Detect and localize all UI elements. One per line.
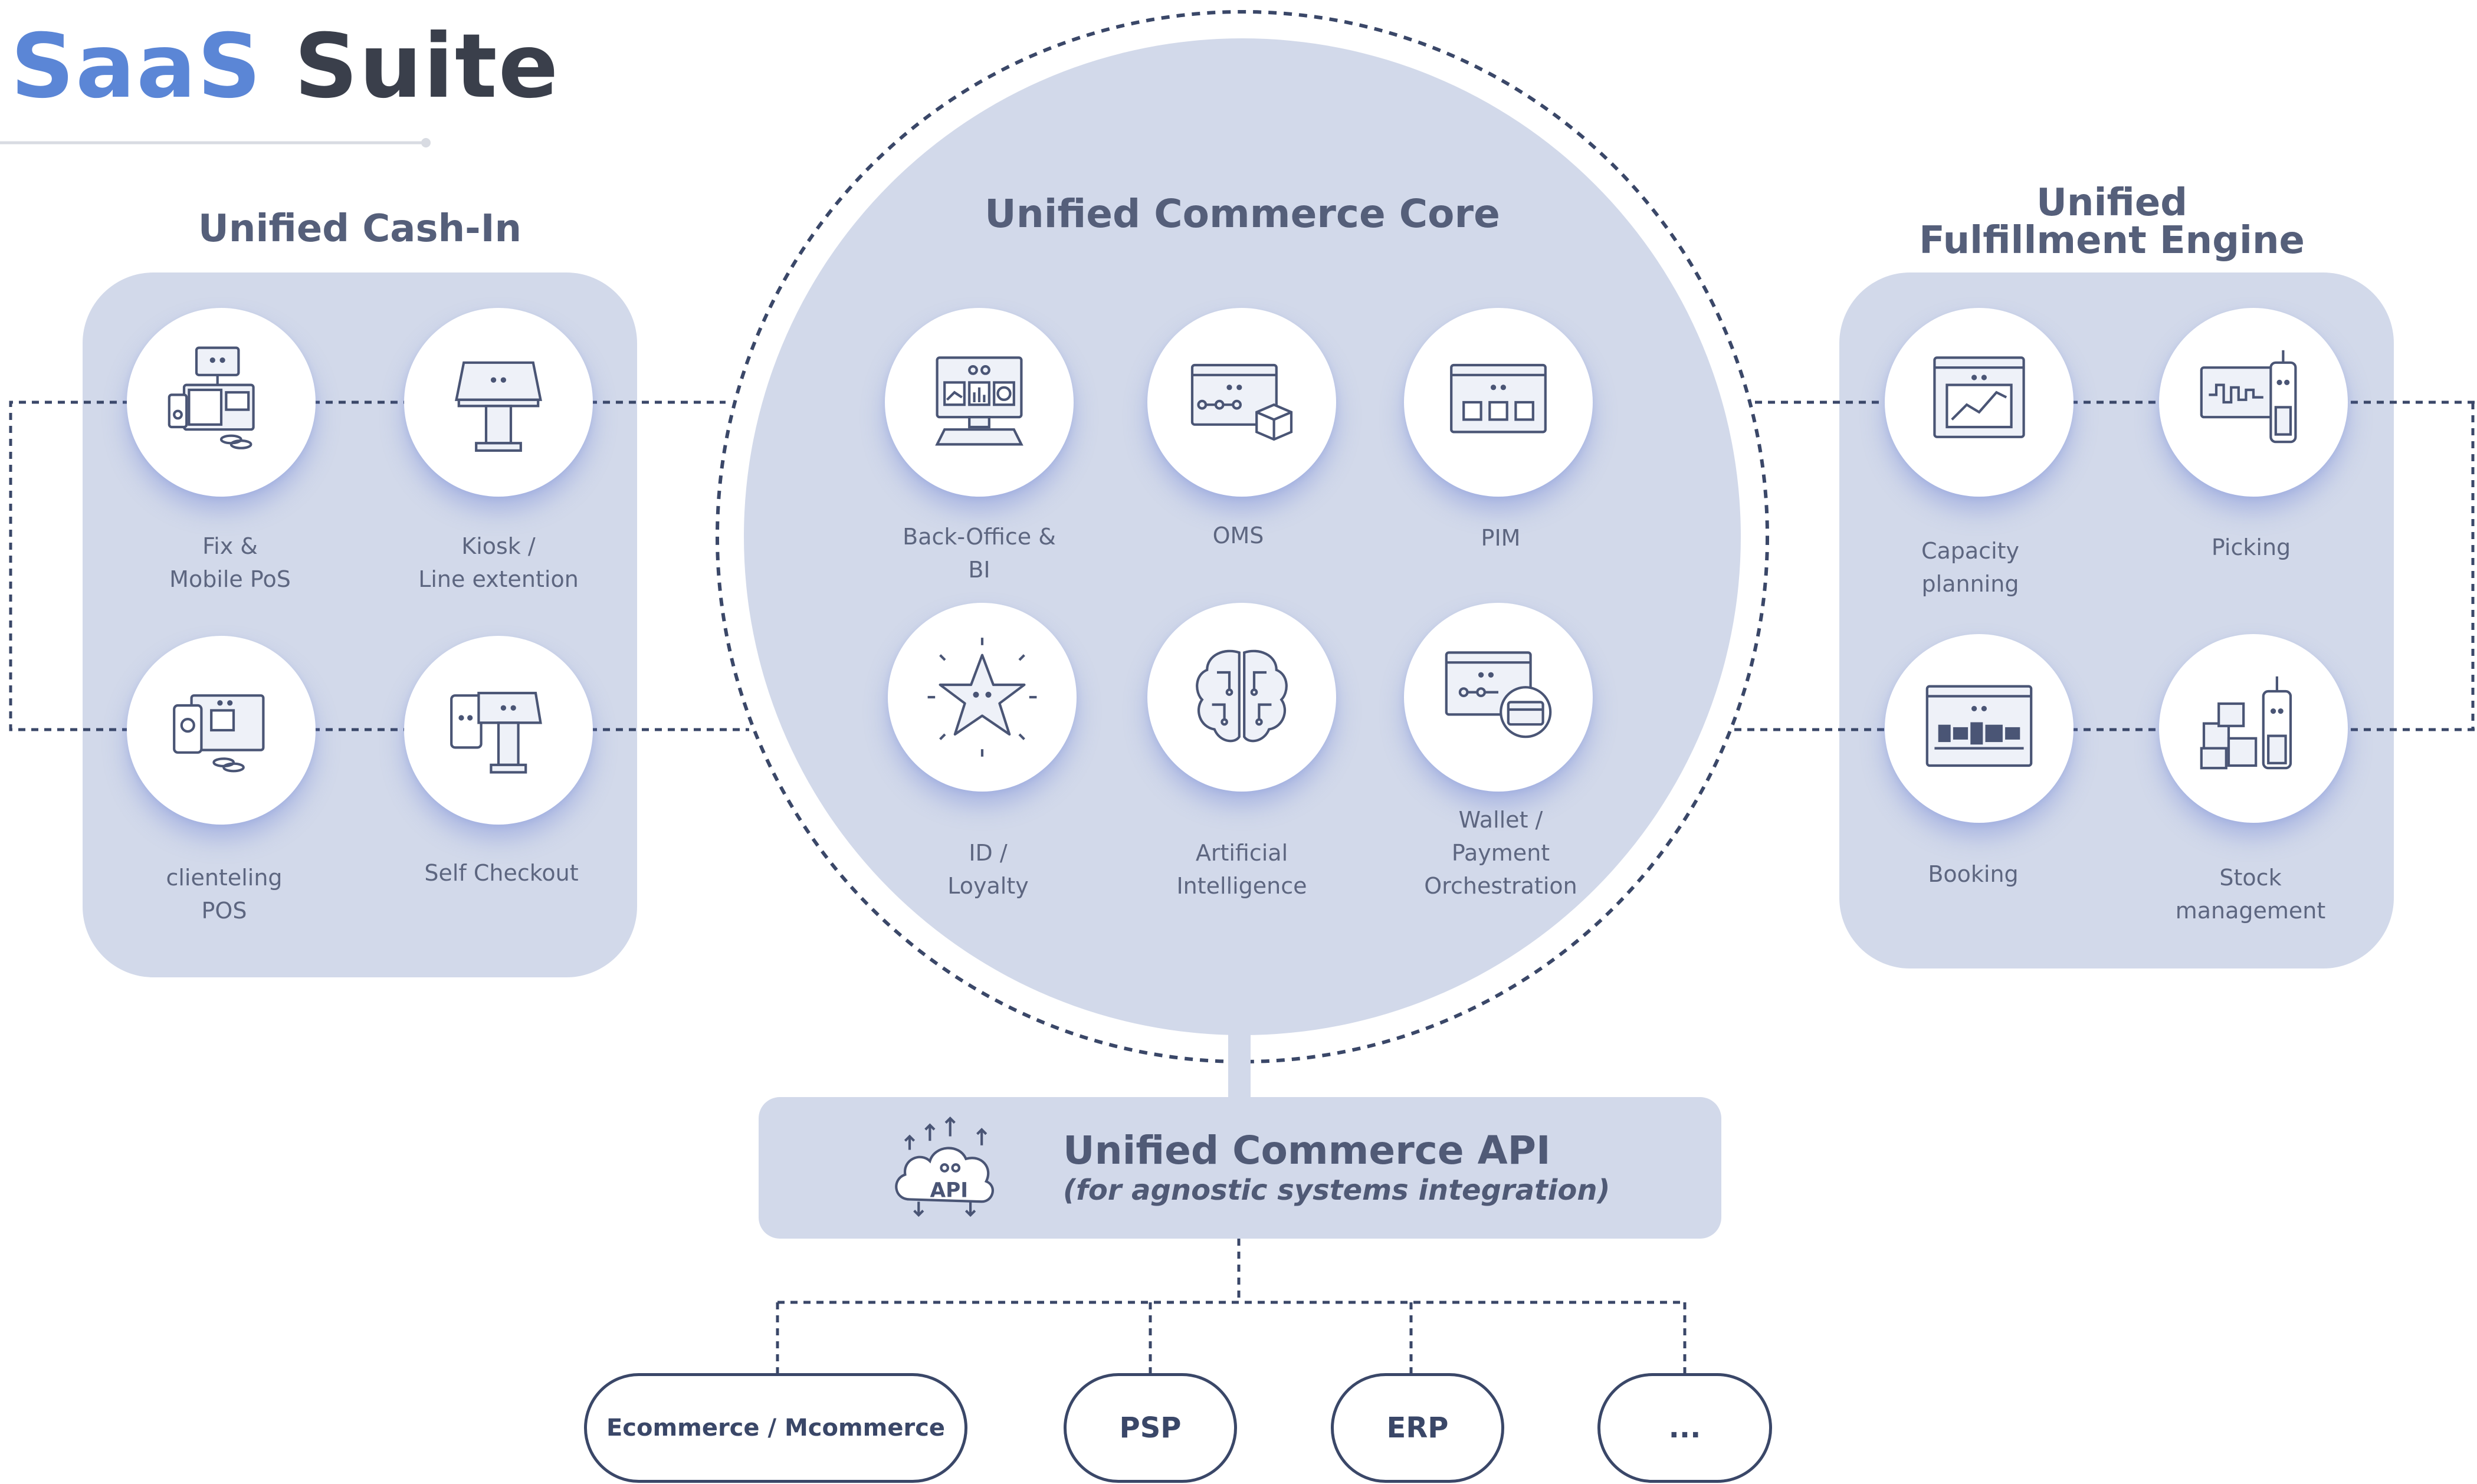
label-wallet-payment-line-2: Payment xyxy=(1451,840,1550,866)
self-checkout-icon xyxy=(450,691,542,774)
node-picking[interactable] xyxy=(2159,308,2348,497)
label-pim: PIM xyxy=(1377,521,1625,554)
brand-title: SaaS Suite xyxy=(11,22,559,111)
title-underline-dot xyxy=(421,138,431,147)
node-capacity-planning[interactable] xyxy=(1885,308,2074,497)
node-oms[interactable] xyxy=(1147,308,1336,497)
label-artificial-intelligence-line-1: Artificial xyxy=(1195,840,1288,866)
stock-boxes-icon xyxy=(2200,676,2292,770)
api-icon-text: API xyxy=(930,1179,969,1203)
core-outer-dashed-ring xyxy=(716,10,1769,1063)
label-artificial-intelligence: Artificial Intelligence xyxy=(1118,836,1366,902)
node-id-loyalty[interactable] xyxy=(888,603,1077,792)
computer-dashboard-icon xyxy=(935,356,1023,446)
label-fix-mobile-pos-line-1: Fix & xyxy=(202,533,258,559)
pos-terminal-icon xyxy=(168,346,255,449)
label-fix-mobile-pos: Fix & Mobile PoS xyxy=(106,530,354,596)
label-wallet-payment: Wallet / Payment Orchestration xyxy=(1377,803,1625,902)
node-artificial-intelligence[interactable] xyxy=(1147,603,1336,792)
fulfillment-title-line-1: Unified xyxy=(2036,181,2188,225)
label-fix-mobile-pos-line-2: Mobile PoS xyxy=(169,566,291,592)
node-self-checkout[interactable] xyxy=(404,636,593,825)
cash-in-title: Unified Cash-In xyxy=(198,207,522,251)
star-loyalty-icon xyxy=(927,638,1037,757)
label-booking-line-1: Booking xyxy=(1928,861,2019,887)
label-artificial-intelligence-line-2: Intelligence xyxy=(1176,873,1307,899)
kiosk-icon xyxy=(455,361,542,452)
capacity-chart-icon xyxy=(1933,356,2025,438)
label-wallet-payment-line-1: Wallet / xyxy=(1458,807,1543,833)
label-self-checkout-line-1: Self Checkout xyxy=(424,860,579,886)
label-back-office-bi: Back-Office & BI xyxy=(855,520,1103,586)
label-id-loyalty-line-2: Loyalty xyxy=(947,873,1029,899)
label-pim-line-1: PIM xyxy=(1481,525,1521,551)
node-pim[interactable] xyxy=(1404,308,1593,497)
label-stock-management-line-2: management xyxy=(2175,898,2326,924)
label-id-loyalty: ID / Loyalty xyxy=(864,836,1112,902)
product-catalog-icon xyxy=(1450,363,1547,434)
node-kiosk[interactable] xyxy=(404,308,593,497)
node-wallet-payment[interactable] xyxy=(1404,603,1593,792)
label-wallet-payment-line-3: Orchestration xyxy=(1424,873,1577,899)
label-oms-line-1: OMS xyxy=(1212,523,1264,549)
label-kiosk-line-2: Line extention xyxy=(418,566,579,592)
label-booking: Booking xyxy=(1849,858,2097,891)
integration-erp[interactable]: ERP xyxy=(1331,1373,1504,1483)
integration-ecommerce[interactable]: Ecommerce / Mcommerce xyxy=(584,1373,967,1483)
fulfillment-title: Unified Fulfillment Engine xyxy=(1876,184,2348,260)
brand-suite: Suite xyxy=(294,15,560,118)
core-title: Unified Commerce Core xyxy=(985,191,1500,237)
label-self-checkout: Self Checkout xyxy=(378,856,625,889)
label-picking-line-1: Picking xyxy=(2211,534,2291,560)
core-api-connector xyxy=(1228,1029,1251,1103)
api-cloud-icon: API xyxy=(895,1117,994,1217)
order-flow-icon xyxy=(1190,363,1293,441)
label-back-office-bi-line-1: Back-Office & xyxy=(903,524,1056,550)
integration-more[interactable]: ... xyxy=(1597,1373,1772,1483)
label-capacity-planning: Capacity planning xyxy=(1846,534,2094,600)
node-stock-management[interactable] xyxy=(2159,634,2348,823)
label-stock-management-line-1: Stock xyxy=(2219,865,2282,891)
cash-in-left-bracket xyxy=(9,400,130,731)
clienteling-devices-icon xyxy=(173,694,265,773)
wallet-card-icon xyxy=(1445,651,1552,738)
label-stock-management: Stock management xyxy=(2127,861,2374,927)
label-clienteling-pos-line-1: clienteling xyxy=(166,865,283,891)
label-id-loyalty-line-1: ID / xyxy=(969,840,1008,866)
api-subtitle: (for agnostic systems integration) xyxy=(1063,1174,1610,1207)
brain-circuit-icon xyxy=(1196,649,1288,743)
label-clienteling-pos: clienteling POS xyxy=(100,861,348,927)
node-clienteling-pos[interactable] xyxy=(127,636,316,825)
fulfillment-right-bracket xyxy=(2351,400,2477,731)
picking-scanner-icon xyxy=(2200,350,2297,444)
node-booking[interactable] xyxy=(1885,634,2074,823)
label-capacity-planning-line-2: planning xyxy=(1921,571,2019,597)
label-back-office-bi-line-2: BI xyxy=(968,557,990,583)
label-kiosk: Kiosk / Line extention xyxy=(375,530,622,596)
brand-saas: SaaS xyxy=(11,15,263,118)
label-capacity-planning-line-1: Capacity xyxy=(1921,538,2020,564)
label-oms: OMS xyxy=(1114,519,1362,552)
booking-calendar-icon xyxy=(1925,685,2033,767)
node-back-office-bi[interactable] xyxy=(885,308,1074,497)
label-clienteling-pos-line-2: POS xyxy=(201,898,247,924)
node-fix-mobile-pos[interactable] xyxy=(127,308,316,497)
api-title: Unified Commerce API xyxy=(1063,1128,1551,1173)
label-picking: Picking xyxy=(2127,531,2375,564)
integration-psp[interactable]: PSP xyxy=(1064,1373,1237,1483)
fulfillment-title-line-2: Fulfillment Engine xyxy=(1919,219,2305,262)
label-kiosk-line-1: Kiosk / xyxy=(461,533,536,559)
